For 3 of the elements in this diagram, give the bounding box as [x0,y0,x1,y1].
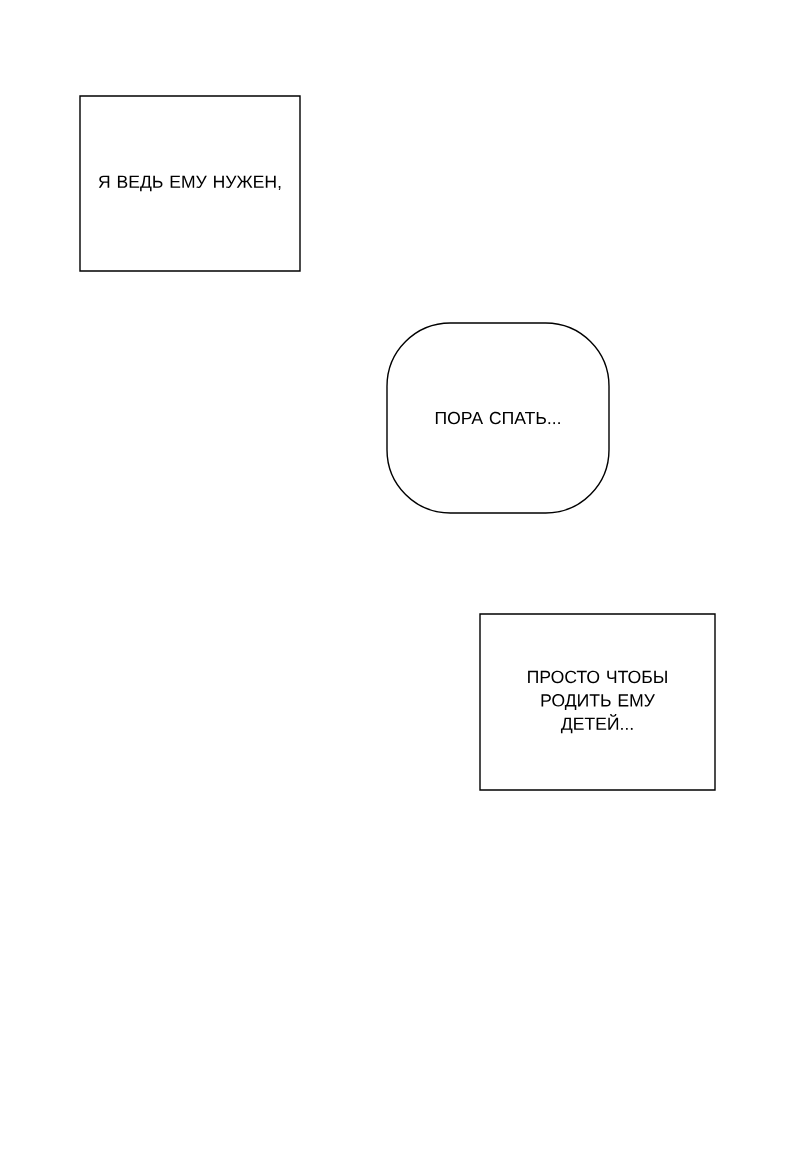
caption-box: ПРОСТО ЧТОБЫ РОДИТЬ ЕМУ ДЕТЕЙ... [479,613,716,791]
speech-bubble: ПОРА СПАТЬ... [386,322,610,514]
caption-box: Я ВЕДЬ ЕМУ НУЖЕН, [79,95,301,272]
